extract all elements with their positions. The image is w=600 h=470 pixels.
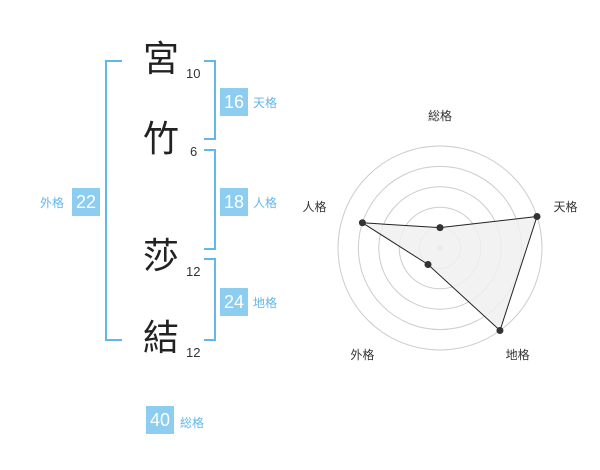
gaikaku-bracket-vertical	[105, 60, 107, 341]
radar-point-4	[424, 261, 432, 269]
tenkaku-bracket-bottom	[204, 138, 216, 140]
tenkaku-label: 天格	[253, 96, 278, 110]
name-char-3: 莎	[143, 236, 180, 277]
chikaku-label: 地格	[253, 296, 278, 310]
chikaku-bracket-vertical	[214, 258, 216, 341]
stroke-count-2: 6	[190, 144, 198, 159]
jinkaku-bracket-top	[204, 149, 216, 151]
radar-axis-label-1: 総格	[428, 108, 452, 123]
radar-point-2	[533, 212, 541, 220]
stroke-count-4: 12	[186, 345, 201, 360]
name-char-1: 宮	[143, 39, 180, 80]
jinkaku-value-box: 18	[220, 188, 248, 216]
radar-point-1	[436, 224, 444, 232]
radar-axis-label-5: 人格	[302, 199, 326, 214]
radar-axis-label-4: 外格	[350, 347, 374, 362]
tenkaku-value-box: 16	[220, 88, 248, 116]
tenkaku-bracket-top	[204, 60, 216, 62]
tenkaku-bracket-vertical	[214, 60, 216, 140]
radar-series-polygon	[362, 215, 538, 332]
soukaku-label: 総格	[180, 416, 205, 430]
gaikaku-bracket-bottom	[105, 339, 122, 341]
soukaku-value-box: 40	[146, 406, 174, 434]
chikaku-bracket-top	[204, 258, 216, 260]
gaikaku-label: 外格	[40, 196, 65, 210]
stroke-count-3: 12	[186, 264, 201, 279]
gaikaku-bracket-top	[105, 60, 122, 62]
jinkaku-label: 人格	[253, 196, 278, 210]
radar-point-5	[358, 219, 366, 227]
radar-axis-label-2: 天格	[554, 199, 578, 214]
gaikaku-value-box: 22	[72, 188, 100, 216]
name-char-4: 結	[143, 318, 180, 359]
radar-axis-label-3: 地格	[506, 347, 530, 362]
radar-point-3	[496, 327, 504, 335]
radar-ring-5	[337, 145, 543, 351]
jinkaku-bracket-bottom	[204, 248, 216, 250]
name-char-2: 竹	[143, 119, 180, 160]
chikaku-value-box: 24	[220, 288, 248, 316]
jinkaku-bracket-vertical	[214, 149, 216, 250]
stroke-count-1: 10	[186, 66, 201, 81]
chikaku-bracket-bottom	[204, 339, 216, 341]
